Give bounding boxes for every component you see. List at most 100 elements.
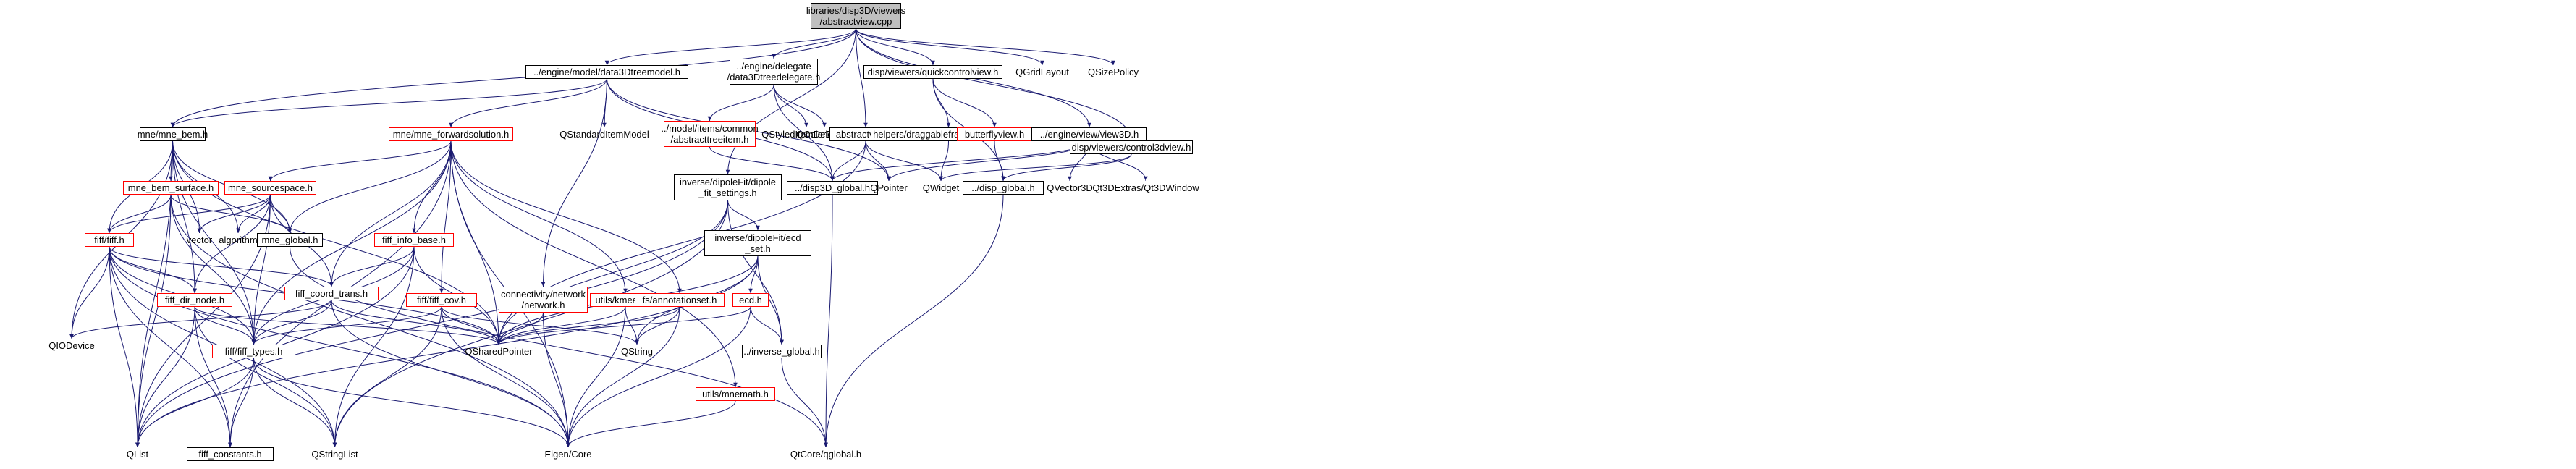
node-mne-bem-surface-h[interactable]: mne_bem_surface.h [123, 181, 219, 195]
edge-abstractview_cpp-to-dipole_fit_settings_h [725, 28, 856, 175]
node-inverse-global-h[interactable]: ../inverse_global.h [742, 345, 822, 358]
edge-abstractview_cpp-to-control3dview_h [856, 28, 1133, 141]
node-disp3d-global-h[interactable]: ../disp3D_global.h [787, 181, 878, 195]
node-fiff-info-base-h[interactable]: fiff_info_base.h [374, 233, 454, 247]
node-label: Eigen/Core [544, 449, 592, 460]
node-fiff-coord-trans-h[interactable]: fiff_coord_trans.h [284, 287, 379, 300]
edge-utils_kmeans_h-to-eigen_core [566, 306, 626, 448]
edge-quickcontrolview_h-to-butterflyview_h [932, 78, 997, 128]
edge-abstractview_cpp-to-data3dtreedelegate_h [772, 28, 856, 59]
node-label: /abstractview.cpp [819, 16, 892, 27]
edge-draggableframelesswidget_h-to-qwidget [939, 140, 949, 182]
edge-fiff_dir_node_h-to-qstringlist [194, 306, 337, 448]
node-disp-global-h[interactable]: ../disp_global.h [963, 181, 1044, 195]
edge-control3dview_h-to-disp_global_h [1001, 153, 1132, 182]
node-label: Qt3DExtras/Qt3DWindow [1092, 182, 1199, 193]
edge-connectivity_network_h-to-eigen_core [543, 312, 570, 448]
edge-utils_kmeans_h-to-qstring [625, 306, 639, 345]
edge-inverse_global_h-to-qtcore_qglobal_h [781, 358, 828, 448]
edge-fiff_info_base_h-to-fiff_coord_trans_h [329, 246, 415, 287]
node-label: ../disp_global.h [971, 182, 1035, 193]
edge-mne_sourcespace_h-to-algorithm [236, 194, 271, 234]
edge-ecd_h-to-inverse_global_h [750, 306, 784, 345]
node-label: mne_bem_surface.h [127, 182, 214, 193]
node-label: ../inverse_global.h [743, 346, 820, 357]
node-label: ../engine/view/view3D.h [1039, 129, 1139, 140]
node-fiff-cov-h[interactable]: fiff/fiff_cov.h [406, 293, 477, 307]
node-label: _fit_settings.h [698, 187, 757, 198]
node-qt3dwindow: Qt3DExtras/Qt3DWindow [1092, 181, 1199, 195]
edge-mne_bem_h-to-qsharedpointer [172, 140, 501, 345]
node-fiff-dir-node-h[interactable]: fiff_dir_node.h [157, 293, 232, 307]
edge-control3dview_h-to-qwidget [939, 153, 1132, 182]
edge-mne_forwardsolution_h-to-utils_kmeans_h [450, 140, 628, 294]
node-dipole-fit-settings-h[interactable]: inverse/dipoleFit/dipole_fit_settings.h [674, 174, 782, 200]
node-label: vector [186, 234, 213, 245]
node-data3dtreemodel-h[interactable]: ../engine/model/data3Dtreemodel.h [525, 65, 688, 79]
node-qsharedpointer: QSharedPointer [459, 345, 539, 358]
edge-mne_forwardsolution_h-to-mne_global_h [287, 140, 452, 234]
node-view3d-h[interactable]: ../engine/view/view3D.h [1031, 127, 1147, 141]
node-label: /abstracttreeitem.h [670, 134, 749, 145]
node-mne-bem-h[interactable]: mne/mne_bem.h [137, 127, 208, 141]
node-fiff-constants-h[interactable]: fiff_constants.h [187, 447, 274, 461]
edge-mne_sourcespace_h-to-fiff_types_h [251, 194, 271, 345]
edge-utils_mnemath_h-to-eigen_core [566, 400, 736, 448]
edge-fs_annotationset_h-to-eigen_core [566, 306, 680, 448]
node-butterflyview-h[interactable]: butterflyview.h [957, 127, 1032, 141]
node-mne-forwardsolution-h[interactable]: mne/mne_forwardsolution.h [389, 127, 513, 141]
edge-fiff_h-to-qlist [109, 246, 140, 448]
node-fiff-h[interactable]: fiff/fiff.h [85, 233, 134, 247]
edge-ecd_h-to-eigen_core [566, 306, 751, 448]
node-label: mne/mne_forwardsolution.h [392, 129, 510, 140]
node-abstracttreeitem-h[interactable]: ../model/items/common/abstracttreeitem.h [661, 121, 759, 147]
edge-dipole_fit_settings_h-to-qsharedpointer [497, 200, 728, 345]
node-label: QSizePolicy [1087, 67, 1139, 77]
node-label: QStandardItemModel [559, 129, 649, 140]
node-qiodevice: QIODevice [46, 339, 98, 352]
node-label: QPointer [870, 182, 908, 193]
node-connectivity-network-h[interactable]: connectivity/network/network.h [499, 287, 588, 313]
node-utils-mnemath-h[interactable]: utils/mnemath.h [696, 387, 775, 401]
node-qstring: QString [615, 345, 659, 358]
edge-mne_forwardsolution_h-to-mne_sourcespace_h [268, 140, 452, 182]
node-label: utils/mnemath.h [702, 389, 769, 400]
node-fs-annotationset-h[interactable]: fs/annotationset.h [635, 293, 725, 307]
node-fiff-types-h[interactable]: fiff/fiff_types.h [212, 345, 295, 358]
node-abstractview-cpp[interactable]: libraries/disp3D/viewers/abstractview.cp… [806, 3, 905, 29]
node-ecd-h[interactable]: ecd.h [732, 293, 769, 307]
node-label: ../engine/delegate [736, 61, 811, 72]
node-label: QStringList [311, 449, 358, 460]
node-label: mne_sourcespace.h [227, 182, 313, 193]
node-ecd-set-h[interactable]: inverse/dipoleFit/ecd_set.h [704, 230, 811, 256]
edge-utils_kmeans_h-to-qsharedpointer [497, 306, 626, 345]
edge-abstractview_cpp-to-quickcontrolview_h [856, 28, 935, 66]
edge-dipole_fit_settings_h-to-ecd_set_h [727, 200, 760, 231]
node-label: ../model/items/common [661, 123, 759, 134]
node-label: QStyledItemDelegate [761, 129, 851, 140]
edge-data3dtreedelegate_h-to-qstyleditemdelegate [773, 84, 808, 128]
edge-abstracttreeitem_h-to-disp3d_global_h [709, 146, 835, 182]
edge-fs_annotationset_h-to-qsharedpointer [497, 306, 680, 345]
edge-ecd_set_h-to-qlist [135, 255, 759, 448]
node-mne-sourcespace-h[interactable]: mne_sourcespace.h [224, 181, 316, 195]
edge-mne_bem_h-to-fiff_types_h [172, 140, 256, 345]
node-label: libraries/disp3D/viewers [806, 5, 906, 16]
edge-data3dtreemodel_h-to-connectivity_network_h [541, 78, 607, 287]
node-data3dtreedelegate-h[interactable]: ../engine/delegate/data3Dtreedelegate.h [727, 59, 820, 85]
node-quickcontrolview-h[interactable]: disp/viewers/quickcontrolview.h [863, 65, 1002, 79]
edge-mne_forwardsolution_h-to-fs_annotationset_h [450, 140, 682, 294]
node-mne-global-h[interactable]: mne_global.h [257, 233, 323, 247]
edge-mne_global_h-to-qtcore_qglobal_h [290, 246, 828, 448]
edge-fiff_coord_trans_h-to-eigen_core [331, 300, 570, 448]
edge-fs_annotationset_h-to-qstring [635, 306, 680, 345]
edge-disp_global_h-to-qtcore_qglobal_h [824, 194, 1004, 448]
node-qtcore-qglobal-h: QtCore/qglobal.h [782, 447, 869, 461]
node-control3dview-h[interactable]: disp/viewers/control3dview.h [1070, 140, 1193, 154]
node-label: mne/mne_bem.h [137, 129, 208, 140]
node-label: inverse/dipoleFit/dipole [680, 177, 776, 187]
edge-abstractview_h-to-disp3d_global_h [830, 140, 866, 182]
node-vector: vector [180, 233, 219, 247]
node-label: ../engine/model/data3Dtreemodel.h [533, 67, 681, 77]
node-label: algorithm [219, 234, 258, 245]
